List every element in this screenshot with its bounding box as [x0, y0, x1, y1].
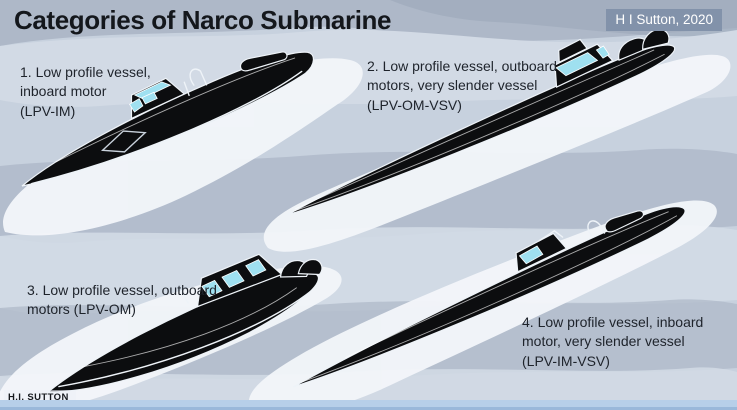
vessel-4-label: 4. Low profile vessel, inboard motor, ve… [522, 314, 704, 369]
vessel-2-stripe [293, 53, 665, 212]
vessel-1-wake [3, 58, 363, 236]
vessel-2-illustration-lpv-om-vsv [286, 28, 676, 216]
vessel-1-deck-line [55, 57, 296, 163]
vessel-3-sheer-line [58, 289, 313, 388]
vessel-2-roof-box [558, 38, 589, 64]
vessel-1-cargo-hatch [100, 130, 147, 153]
vessel-1-snorkel-pipe [189, 68, 208, 86]
page-title: Categories of Narco Submarine [14, 5, 392, 35]
cabin-window [518, 245, 544, 265]
vessel-1-air-pipe [183, 81, 190, 97]
footer-bar [0, 400, 737, 410]
vessel-3-antenna [180, 289, 189, 304]
cabin-window [133, 81, 172, 100]
vessel-1-hull [21, 51, 315, 187]
credit-badge: H I Sutton, 2020 [606, 9, 722, 31]
vessel-4-hatch-lid [538, 229, 564, 242]
vessel-1-sheer-line [31, 70, 303, 185]
vessel-1-label: 1. Low profile vessel, inboard motor (LP… [20, 64, 151, 119]
vessel-4-hull [292, 206, 686, 388]
vessel-4-snorkel-pipe [587, 220, 606, 237]
vessel-2-stripe [294, 49, 655, 210]
cabin-window [128, 98, 144, 113]
cabin-window [595, 45, 610, 59]
vessel-2-label: 2. Low profile vessel, outboard motors, … [367, 58, 557, 113]
vessel-3-deck-line [81, 287, 297, 368]
vessel-3-illustration-lpv-om [46, 253, 323, 393]
vessel-2-hull [286, 44, 676, 216]
vessel-4-illustration-lpv-im-vsv [292, 206, 686, 388]
cabin-window [221, 270, 245, 288]
vessel-1-exhaust-muffler [239, 51, 288, 72]
cabin-window [555, 52, 599, 77]
vessel-4-exhaust-muffler [604, 210, 644, 233]
vessel-4-stripe [301, 215, 678, 383]
vessel-2-wake [263, 54, 731, 252]
vessel-3-outboard-motor [297, 258, 323, 276]
vessel-3-label: 3. Low profile vessel, outboard motors (… [27, 282, 217, 318]
cabin-window [141, 91, 158, 105]
cabin-window [245, 259, 267, 277]
cabin-window [201, 279, 223, 298]
vessel-1-illustration-lpv-im [21, 51, 315, 187]
vessel-4-stripe [345, 211, 669, 359]
vessel-3-hull [46, 270, 319, 393]
